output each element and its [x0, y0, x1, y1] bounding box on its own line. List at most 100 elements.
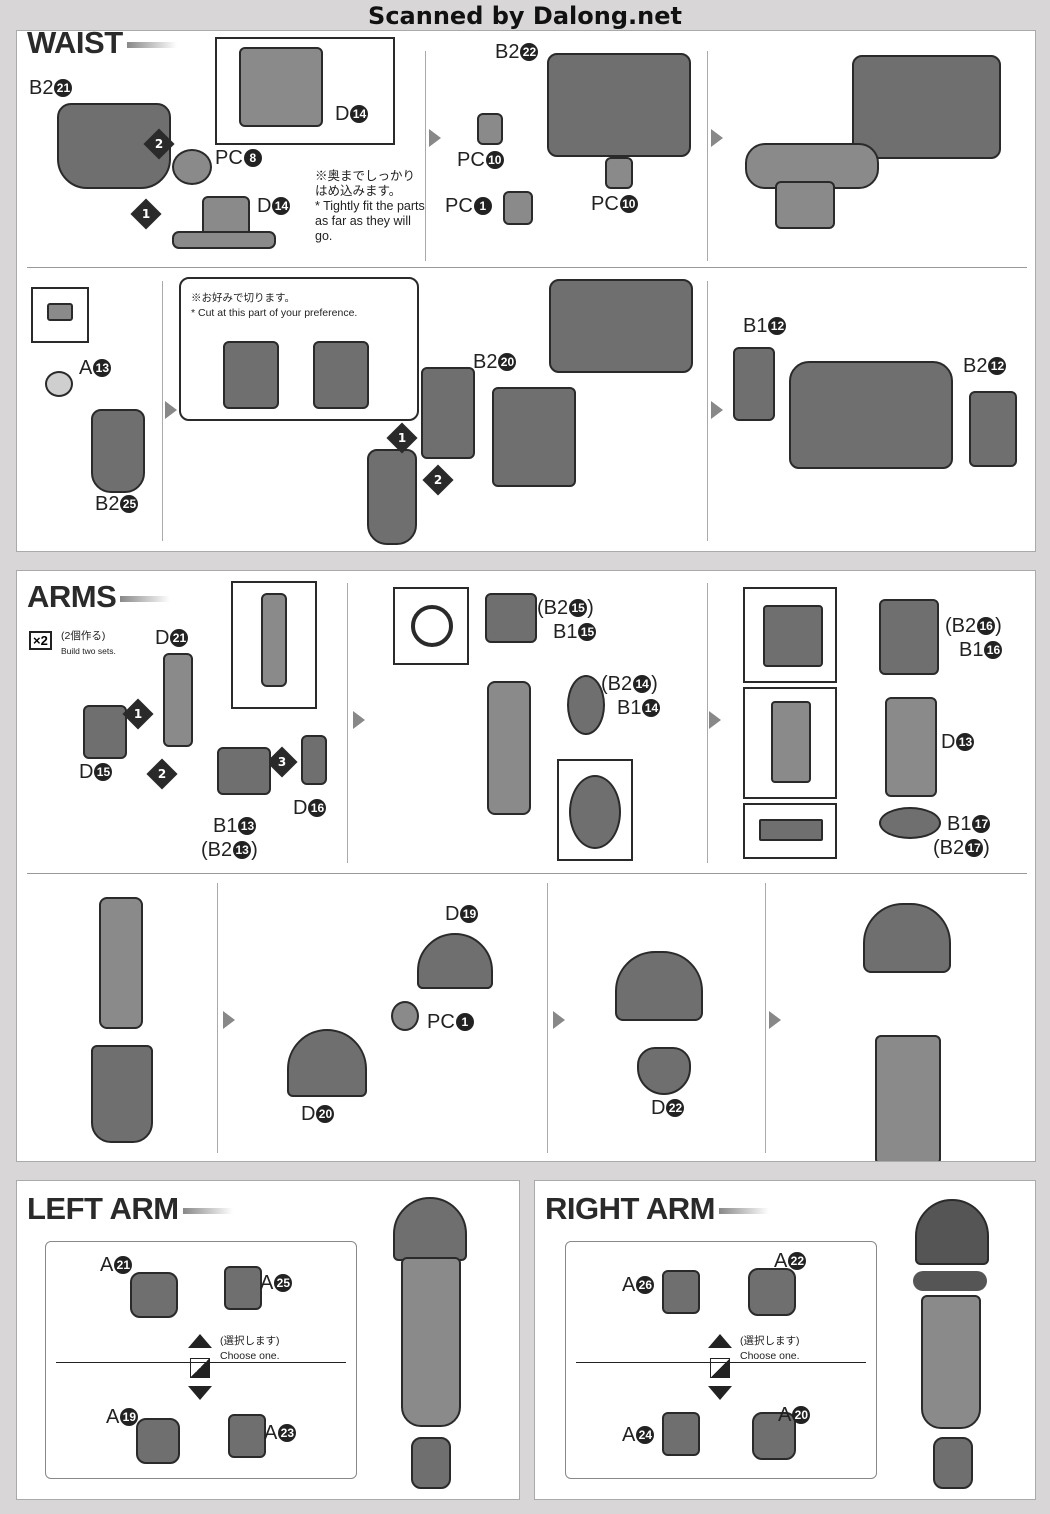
cut-note: ※お好みで切ります。 * Cut at this part of your pr…	[191, 291, 405, 321]
part-shoulder	[615, 951, 703, 1021]
row-divider	[27, 267, 1027, 268]
fit-note: ※奥までしっかり はめ込みます。 * Tightly fit the parts…	[315, 169, 429, 244]
part-d14-closeup	[239, 47, 323, 127]
build-count-badge: ×2	[29, 631, 52, 650]
step-1-marker: 1	[386, 422, 418, 454]
step-divider	[162, 281, 163, 541]
part-d22	[637, 1047, 691, 1095]
choose-note-en: Choose one.	[220, 1350, 280, 1362]
part-a24	[662, 1412, 700, 1456]
waist-title-text: WAIST	[27, 30, 123, 60]
choice-divider	[56, 1362, 346, 1363]
rotate-arrow-icon	[913, 1271, 987, 1291]
inset-d21	[231, 581, 317, 709]
part-b1-17-closeup	[759, 819, 823, 841]
part-b1-12	[733, 347, 775, 421]
section-title-waist: WAIST	[27, 30, 177, 61]
inset-gate	[31, 287, 89, 343]
part-b1-16	[879, 599, 939, 675]
part-a20-hand	[752, 1412, 796, 1460]
part-arm-assembled	[875, 1035, 941, 1161]
step-arrow	[223, 1011, 235, 1029]
part-b1-14-closeup	[569, 775, 621, 849]
part-d16	[301, 735, 327, 785]
step-divider	[217, 883, 218, 1153]
part-d20	[287, 1029, 367, 1097]
part-b2-12	[969, 391, 1017, 467]
part-a13	[45, 371, 73, 397]
part-left-shoulder	[393, 1197, 467, 1261]
step-2-marker: 2	[146, 758, 178, 790]
part-d14-shaft	[172, 231, 276, 249]
fit-note-en: * Tightly fit the parts as far as they w…	[315, 199, 425, 243]
inset-ring	[393, 587, 469, 665]
part-a26	[662, 1270, 700, 1314]
part-a19-hand	[136, 1418, 180, 1464]
part-pc1	[503, 191, 533, 225]
step-1-marker: 1	[122, 698, 154, 730]
cut-note-jp: ※お好みで切ります。	[191, 292, 295, 304]
part-arm-lower	[91, 1045, 153, 1143]
step-3-marker: 3	[266, 746, 298, 778]
part-right-arm	[921, 1295, 981, 1429]
part-skirt-right	[492, 387, 576, 487]
choose-note-jp: (選択します)	[740, 1335, 800, 1347]
part-waist-base	[547, 53, 691, 157]
choose-note-right: (選択します) Choose one.	[740, 1334, 800, 1364]
inset-cut: ※お好みで切ります。 * Cut at this part of your pr…	[179, 277, 419, 421]
part-b1-15	[485, 593, 537, 643]
step-1-marker: 1	[130, 198, 162, 230]
step-arrow	[711, 129, 723, 147]
part-waist-top	[549, 279, 693, 373]
part-a23	[228, 1414, 266, 1458]
part-d21-closeup	[261, 593, 287, 687]
left-arm-title-text: LEFT ARM	[27, 1191, 179, 1226]
part-d21	[163, 653, 193, 747]
section-title-right-arm: RIGHT ARM	[545, 1191, 769, 1227]
part-d13	[885, 697, 937, 797]
choice-divider	[576, 1362, 866, 1363]
step-arrow	[553, 1011, 565, 1029]
part-b2-25	[91, 409, 145, 493]
part-waist-front	[57, 103, 171, 189]
step-divider	[707, 281, 708, 541]
part-d13-closeup	[771, 701, 811, 783]
choose-icon	[708, 1334, 732, 1404]
part-arm-assembly	[487, 681, 531, 815]
build-note-en: Build two sets.	[61, 646, 116, 656]
step-arrow	[353, 711, 365, 729]
watermark: Scanned by Dalong.net	[368, 2, 682, 30]
step-arrow	[709, 711, 721, 729]
part-left-hand	[411, 1437, 451, 1489]
part-cut-right	[313, 341, 369, 409]
part-left-arm	[401, 1257, 461, 1427]
